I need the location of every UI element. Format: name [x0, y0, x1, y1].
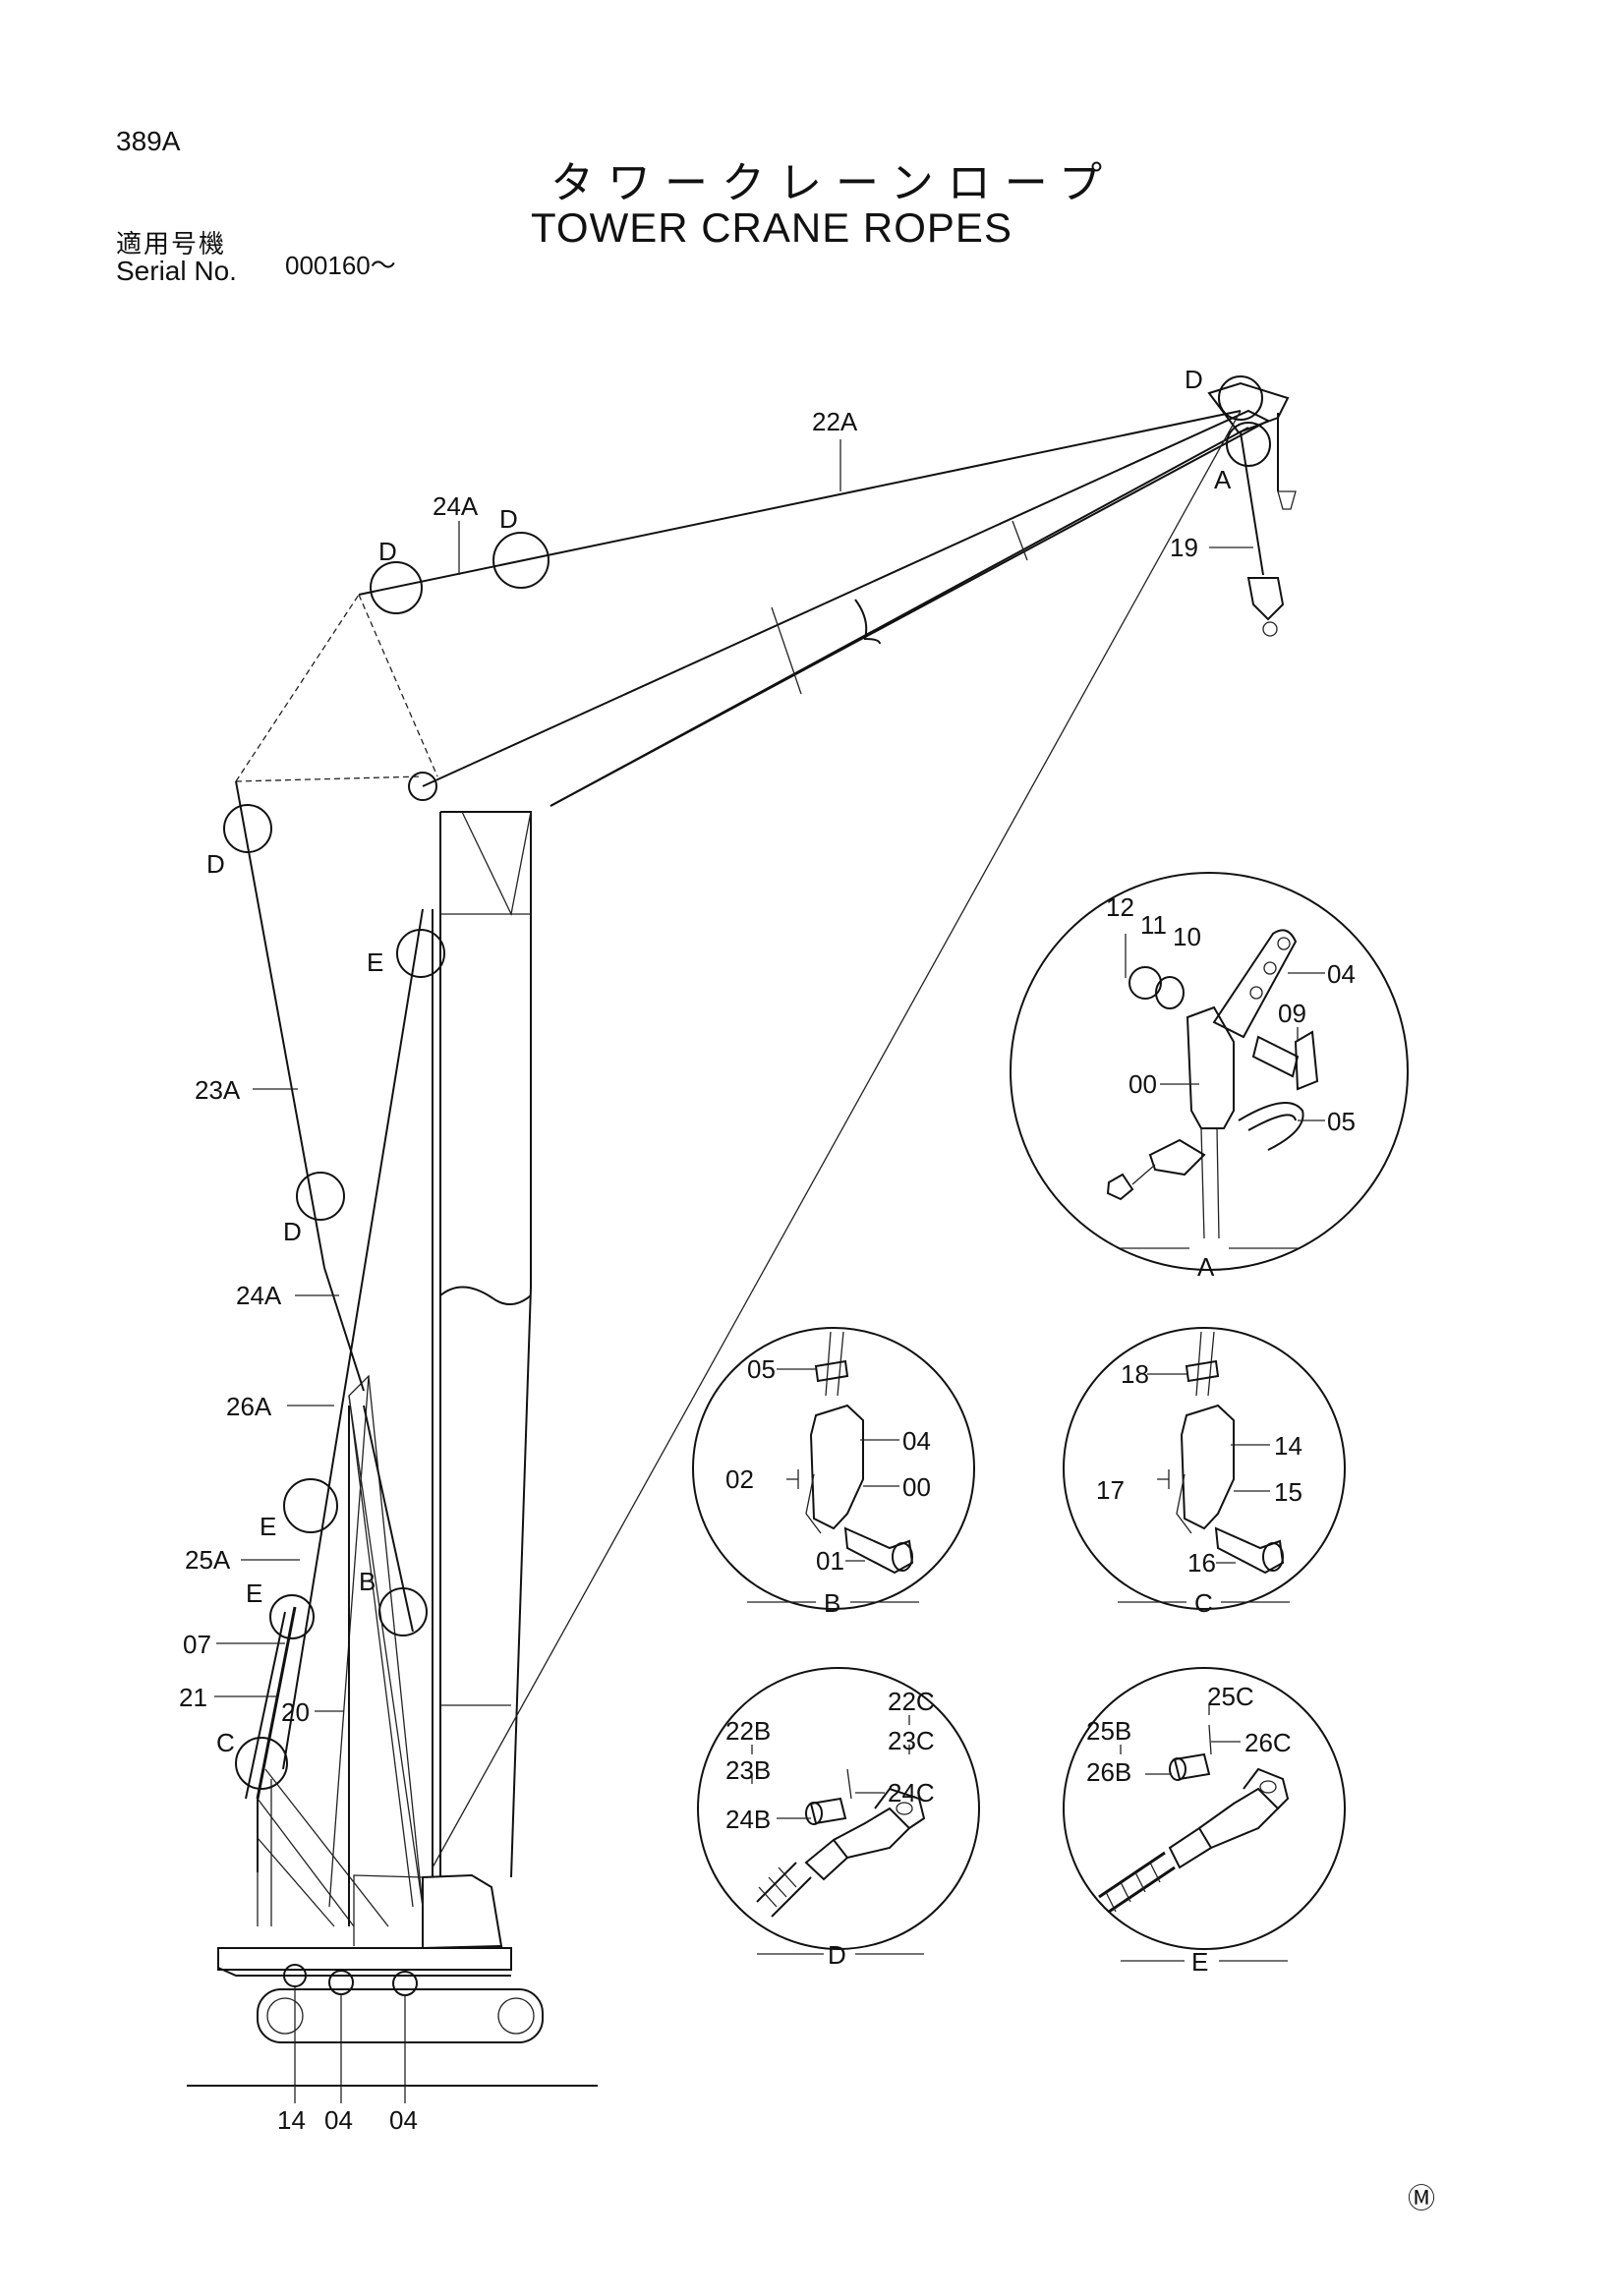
detail-b-part-05: 05	[747, 1354, 776, 1384]
detail-c-part-14: 14	[1274, 1431, 1302, 1461]
detail-e-part-25c: 25C	[1207, 1682, 1254, 1711]
detail-a-part-11: 11	[1140, 910, 1167, 940]
detail-a-part-05: 05	[1327, 1107, 1356, 1136]
callout-20: 20	[281, 1697, 310, 1727]
callout-04-a: 04	[324, 2105, 353, 2135]
detail-circles	[223, 375, 1271, 2103]
callout-19: 19	[1170, 533, 1198, 562]
leader-lines	[214, 439, 1253, 1712]
title-english: TOWER CRANE ROPES	[531, 204, 1012, 251]
callout-07: 07	[183, 1630, 211, 1659]
detail-d-part-24c: 24C	[888, 1778, 935, 1808]
serial-number-range: 000160～	[285, 251, 396, 280]
detail-b-part-04: 04	[902, 1426, 931, 1456]
crane-structure	[187, 381, 1297, 2087]
detail-d: 22B 23B 24B 22C 23C 24C D	[697, 1667, 980, 1970]
detail-b-part-01: 01	[816, 1546, 844, 1576]
callout-24a-top: 24A	[433, 491, 479, 521]
detail-c-part-15: 15	[1274, 1477, 1302, 1507]
marker-d-mid: D	[283, 1217, 302, 1246]
callout-23a: 23A	[195, 1075, 241, 1105]
page-number: 389A	[116, 126, 181, 156]
marker-e-low: E	[246, 1578, 262, 1608]
detail-circle-d-top	[1218, 375, 1263, 421]
detail-circle-e-upper	[396, 929, 445, 978]
marker-b: B	[359, 1567, 376, 1596]
callout-labels: 22A 24A 19 23A 24A 26A 25A 07 21 20 14 0…	[179, 407, 1198, 2135]
marker-d-top-right: D	[1185, 365, 1203, 394]
detail-d-part-24b: 24B	[725, 1805, 771, 1834]
ropes	[235, 410, 1242, 1926]
detail-a: 12 11 10 04 09 00 05 A	[1010, 872, 1409, 1282]
detail-circle-d-mid	[296, 1172, 345, 1221]
detail-b-label: B	[824, 1588, 840, 1618]
detail-circle-c	[235, 1737, 288, 1790]
callout-25a: 25A	[185, 1545, 231, 1575]
marker-c: C	[216, 1728, 235, 1757]
detail-circle-a-top	[1226, 422, 1271, 467]
callout-04-b: 04	[389, 2105, 418, 2135]
detail-a-part-09: 09	[1278, 999, 1306, 1028]
callout-24a: 24A	[236, 1281, 282, 1310]
detail-circle-e-low	[269, 1594, 315, 1639]
marker-a-top: A	[1214, 465, 1232, 494]
marker-d-left: D	[206, 849, 225, 879]
detail-d-part-23b: 23B	[725, 1755, 771, 1785]
anchor-point-14	[283, 1964, 307, 1987]
m-mark: Ⓜ	[1408, 2183, 1435, 2213]
detail-e-label: E	[1191, 1947, 1208, 1977]
callout-26a: 26A	[226, 1392, 272, 1421]
title-japanese: タワークレーンロープ	[550, 158, 1117, 208]
detail-c-part-18: 18	[1121, 1359, 1149, 1389]
detail-d-part-22c: 22C	[888, 1687, 935, 1716]
serial-label-japanese: 適用号機	[116, 230, 227, 259]
marker-e-mid: E	[260, 1512, 276, 1541]
detail-e-part-26c: 26C	[1244, 1728, 1292, 1757]
detail-d-label: D	[828, 1940, 846, 1970]
detail-e-part-25b: 25B	[1086, 1716, 1131, 1746]
marker-d-top-a: D	[378, 537, 397, 566]
detail-d-part-23c: 23C	[888, 1726, 935, 1755]
detail-a-label: A	[1197, 1252, 1215, 1282]
callout-22a: 22A	[812, 407, 858, 436]
detail-circle-d-22a	[492, 532, 550, 589]
detail-circle-d-24a	[370, 561, 423, 614]
detail-a-part-04: 04	[1327, 959, 1356, 989]
detail-b-part-02: 02	[725, 1464, 754, 1494]
detail-e: 25B 26B 25C 26C E	[1063, 1667, 1346, 1977]
detail-marker-letters: D A D D D E D E E B C	[206, 365, 1232, 1757]
detail-d-part-22b: 22B	[725, 1716, 771, 1746]
detail-b-part-00: 00	[902, 1472, 931, 1502]
serial-label-english: Serial No.	[116, 256, 237, 286]
detail-circle-b	[378, 1587, 428, 1636]
marker-d-top-b: D	[499, 504, 518, 534]
anchor-point-04a	[328, 1970, 354, 1995]
callout-21: 21	[179, 1683, 207, 1712]
callout-14: 14	[277, 2105, 306, 2135]
detail-c-label: C	[1194, 1588, 1213, 1618]
detail-b: 05 04 02 00 01 B	[692, 1327, 975, 1618]
detail-c: 18 14 17 15 16 C	[1063, 1327, 1346, 1618]
marker-e-upper: E	[367, 947, 383, 977]
detail-e-part-26b: 26B	[1086, 1757, 1131, 1787]
detail-c-part-16: 16	[1187, 1548, 1216, 1578]
detail-c-part-17: 17	[1096, 1475, 1125, 1505]
detail-a-part-12: 12	[1106, 892, 1134, 922]
detail-a-part-10: 10	[1173, 922, 1201, 951]
detail-a-part-00: 00	[1128, 1069, 1157, 1099]
detail-circle-e-mid	[283, 1478, 338, 1533]
detail-circle-d-left	[223, 804, 272, 853]
